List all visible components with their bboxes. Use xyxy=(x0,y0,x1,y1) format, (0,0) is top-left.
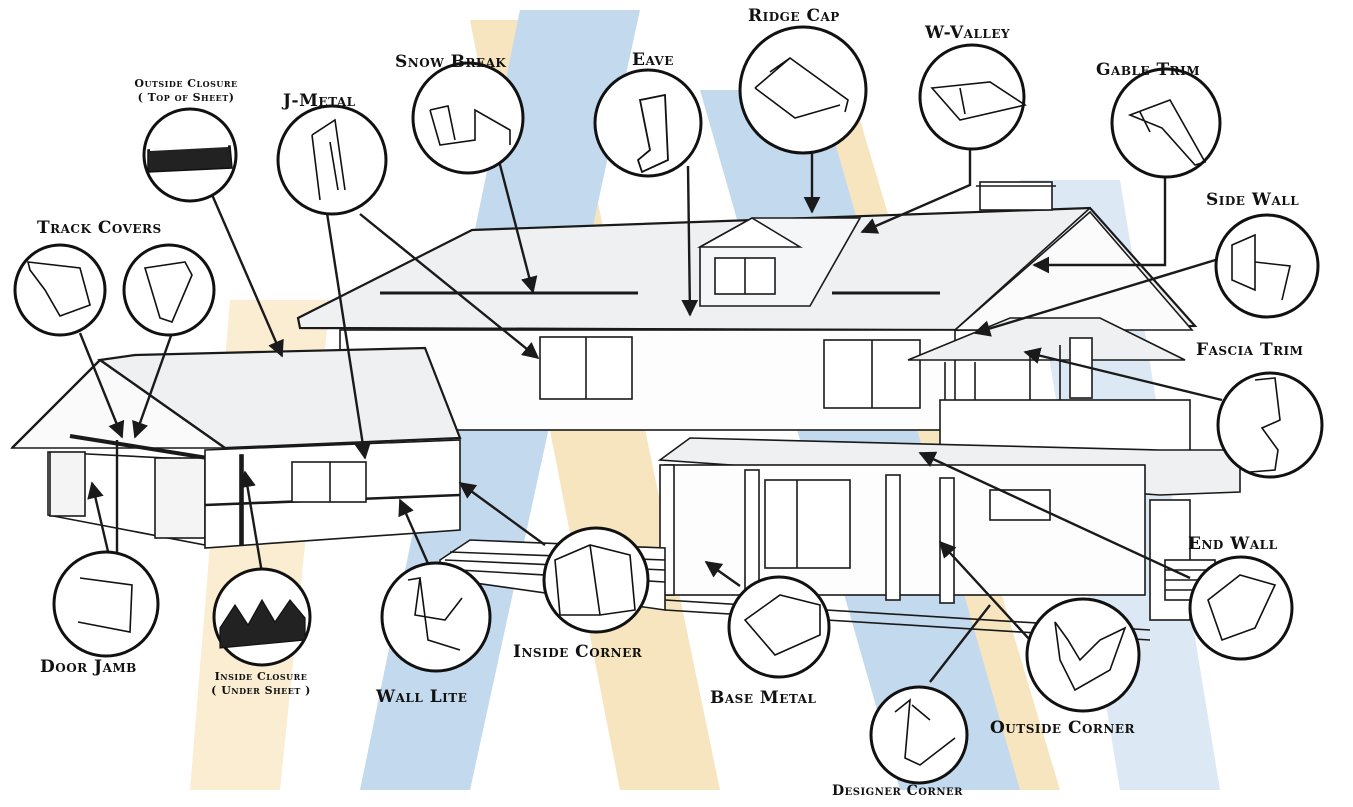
wall-lite-label: Wall Lite xyxy=(376,689,467,706)
fascia-trim-label: Fascia Trim xyxy=(1196,342,1303,359)
eave-icon xyxy=(595,70,701,176)
inside-closure-title: Inside Closure xyxy=(186,670,336,684)
outside-closure-subtitle: ( Top of Sheet) xyxy=(106,91,266,105)
ridge-cap-icon xyxy=(740,27,866,153)
inside-corner-label: Inside Corner xyxy=(513,644,642,661)
side-wall-label: Side Wall xyxy=(1206,192,1299,209)
base-metal-label: Base Metal xyxy=(710,690,816,707)
door-jamb-label: Door Jamb xyxy=(40,659,137,676)
inside-closure-icon xyxy=(214,569,310,665)
inside-corner-icon xyxy=(544,528,648,632)
end-wall-icon xyxy=(1190,557,1292,659)
eave-label: Eave xyxy=(632,52,674,69)
outside-corner-icon xyxy=(1027,599,1139,711)
end-wall-label: End Wall xyxy=(1188,536,1278,553)
gable-trim-icon xyxy=(1112,69,1220,177)
designer-corner-label: Designer Corner xyxy=(832,784,963,798)
snow-break-label: Snow Break xyxy=(395,54,506,71)
snow-break-icon xyxy=(413,63,523,173)
w-valley-icon xyxy=(920,45,1025,149)
outside-closure-title: Outside Closure xyxy=(106,77,266,91)
j-metal-icon xyxy=(278,106,386,214)
gable-trim-label: Gable Trim xyxy=(1096,62,1200,79)
outside-closure-icon xyxy=(144,109,236,201)
track-cover-icon xyxy=(124,245,214,335)
inside-closure-label: Inside Closure ( Under Sheet ) xyxy=(186,670,336,698)
w-valley-label: W-Valley xyxy=(925,25,1010,42)
side-wall-icon xyxy=(1216,215,1318,317)
j-metal-label: J-Metal xyxy=(283,93,356,110)
ridge-cap-label: Ridge Cap xyxy=(748,8,840,25)
track-covers-label: Track Covers xyxy=(37,220,162,237)
outside-closure-label: Outside Closure ( Top of Sheet) xyxy=(106,77,266,105)
base-metal-icon xyxy=(729,577,829,677)
designer-corner-icon xyxy=(871,687,967,783)
track-cover-icon xyxy=(15,245,105,335)
outside-corner-label: Outside Corner xyxy=(990,720,1135,737)
inside-closure-subtitle: ( Under Sheet ) xyxy=(186,684,336,698)
door-jamb-icon xyxy=(54,552,158,656)
wall-lite-icon xyxy=(382,563,490,671)
fascia-trim-icon xyxy=(1218,373,1322,477)
